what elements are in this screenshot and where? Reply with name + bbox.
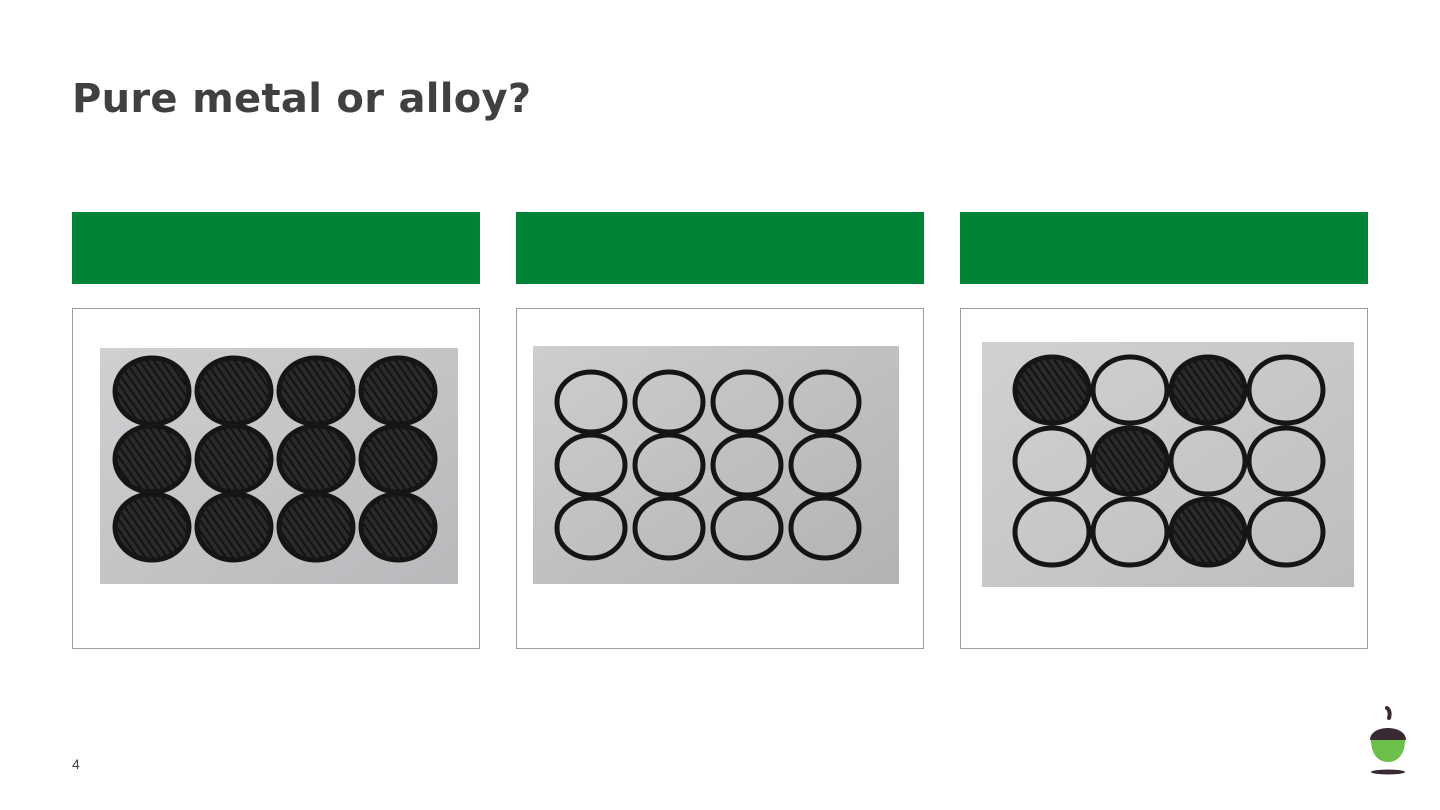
column-header-bar-3 — [960, 212, 1368, 284]
particle-diagram-photo-3 — [982, 342, 1354, 587]
diagram-card-1 — [72, 308, 480, 649]
filled-particle — [112, 491, 192, 563]
empty-particle — [710, 369, 784, 435]
empty-particle — [554, 432, 628, 498]
filled-particle — [1012, 354, 1092, 426]
filled-particle — [1168, 354, 1248, 426]
particle-diagram-photo-2 — [533, 346, 899, 584]
empty-particle — [632, 369, 706, 435]
page-number: 4 — [72, 756, 80, 772]
empty-particle — [1090, 496, 1170, 568]
filled-particle — [276, 491, 356, 563]
filled-particle — [358, 491, 438, 563]
filled-particle — [1090, 425, 1170, 497]
particle-diagram-photo-1 — [100, 348, 458, 584]
empty-particle — [710, 495, 784, 561]
empty-particle — [554, 369, 628, 435]
empty-particle — [710, 432, 784, 498]
column-header-bar-2 — [516, 212, 924, 284]
diagram-card-3 — [960, 308, 1368, 649]
filled-particle — [1168, 496, 1248, 568]
slide-title: Pure metal or alloy? — [72, 76, 532, 122]
empty-particle — [788, 432, 862, 498]
empty-particle — [1012, 425, 1092, 497]
empty-particle — [1246, 496, 1326, 568]
empty-particle — [1090, 354, 1170, 426]
filled-particle — [194, 355, 274, 427]
empty-particle — [554, 495, 628, 561]
filled-particle — [112, 423, 192, 495]
acorn-logo-icon — [1370, 706, 1406, 775]
filled-particle — [276, 423, 356, 495]
empty-particle — [632, 432, 706, 498]
column-header-bar-1 — [72, 212, 480, 284]
filled-particle — [358, 423, 438, 495]
filled-particle — [276, 355, 356, 427]
filled-particle — [358, 355, 438, 427]
empty-particle — [1246, 425, 1326, 497]
empty-particle — [1168, 425, 1248, 497]
empty-particle — [788, 495, 862, 561]
empty-particle — [788, 369, 862, 435]
empty-particle — [1246, 354, 1326, 426]
empty-particle — [1012, 496, 1092, 568]
empty-particle — [632, 495, 706, 561]
diagram-card-2 — [516, 308, 924, 649]
filled-particle — [194, 491, 274, 563]
filled-particle — [112, 355, 192, 427]
filled-particle — [194, 423, 274, 495]
